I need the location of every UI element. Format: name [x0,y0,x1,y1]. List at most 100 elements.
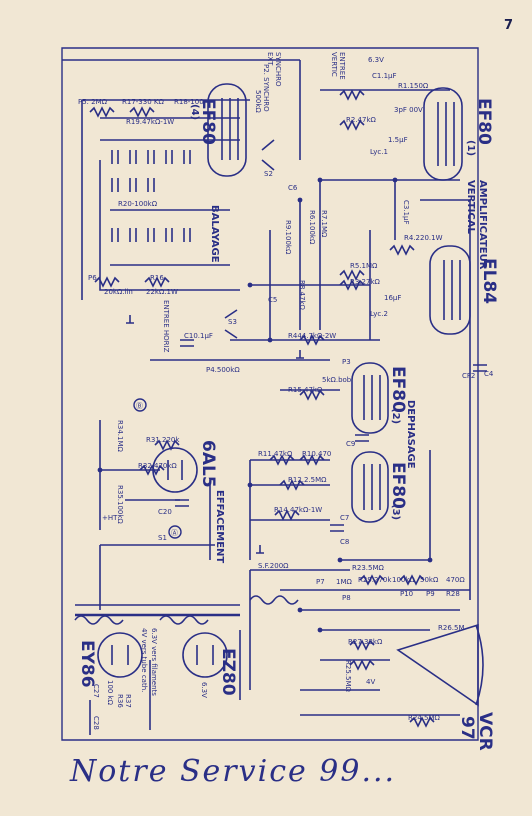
component-label: R23.5MΩ [352,564,384,572]
tube-number-ef80-1: (1) [465,140,476,156]
component-label: C20 [158,508,172,516]
component-label: C8 [340,538,349,546]
component-label: S2 [264,170,273,178]
component-label: 16µF [384,294,401,302]
component-label: R17-330 KΩ [122,98,164,106]
component-label: C27 [92,684,100,698]
tube-label-ey86: EY86 [77,640,97,688]
component-label: +HT [102,514,118,522]
footer-title: Notre Service 99... [70,754,397,789]
component-label: R9.100kΩ [284,220,292,255]
component-label: C5 [268,296,277,304]
component-label: EXT [266,52,274,66]
component-label: S.F.200Ω [258,562,289,570]
component-label: 6.3V [368,56,384,64]
tube-label-ef80-1: EF80 [474,98,494,145]
component-label: R3.27kΩ [350,278,381,286]
component-label: 6.3V vers filaments [150,628,158,696]
component-label: Lyc.1 [370,148,388,156]
tube-label-vcr-num: 97 [457,716,477,740]
section-amp-vertical-1: AMPLIFICATEUR [477,180,488,270]
page-number: 7 [504,18,514,33]
component-label: P6 [88,274,97,282]
component-label: 50kΩ [420,576,439,584]
component-label: R2.47kΩ [346,116,377,124]
component-label: R1.150Ω [398,82,429,90]
component-label: 4V [366,678,375,686]
component-label: C10.1µF [184,332,213,340]
component-label: CF2 [462,372,475,380]
component-label: R20-100kΩ [118,200,158,208]
component-label: R28 [446,590,460,598]
tube-label-el84: EL84 [479,258,499,304]
tube-label-vcr: VCR [475,712,495,751]
component-label: R8.47kΩ [298,280,306,311]
component-label: R5.1MΩ [350,262,378,270]
section-balayage: BALAYAGE [209,205,220,263]
component-label: R26.5M [438,624,465,632]
tube-number-ef80-2: (2) [390,408,401,424]
component-label: R14.47kΩ-1W [274,506,322,514]
section-dephasage: DEPHASAGE [405,400,416,469]
component-label: 100kΩ [392,576,415,584]
section-amp-vertical-2: VERTICAL [465,180,476,234]
component-label: S1 [158,534,167,542]
section-effacement: EFFACEMENT [214,490,225,563]
component-label: S3 [228,318,237,326]
component-label: R7.1MΩ [320,210,328,238]
component-label: 1.5µF [388,136,408,144]
component-label: R24.5MΩ [408,714,440,722]
component-label: R18-100 [174,98,204,106]
component-label: 20kΩ.lin [104,288,133,296]
component-label: R34.1MΩ [116,420,124,452]
tube-label-ez80: EZ80 [218,648,238,696]
component-label: 1MΩ [336,578,352,586]
component-label: P3 [342,358,351,366]
component-label: 3pF 00V [394,106,423,114]
component-label: P7 [316,578,325,586]
component-label: R29.270k [358,576,392,584]
component-label: 5kΩ.bob [322,376,352,384]
component-label: P2. SYNCHRO [262,64,270,112]
component-label: R31.220k [146,436,180,444]
component-label: 4V vers tube cath. [140,628,148,692]
tube-label-ef80-4: EF80 [198,98,218,145]
component-label: C1.1µF [372,72,397,80]
component-label: P5. 2MΩ [78,98,108,106]
component-label: SYNCHRO [274,52,282,87]
component-label: C7 [340,514,349,522]
tube-label-ef80-2: EF80 [388,366,408,413]
component-label: 500kΩ [254,90,262,113]
component-label: R27.33kΩ [348,638,383,646]
component-label: R35.100kΩ [116,485,124,524]
component-label: R12.2.5MΩ [288,476,327,484]
tube-label-ef80-3: EF80 [388,462,408,509]
component-label: R19.47kΩ-1W [126,118,174,126]
component-label: VERTIC [330,52,338,77]
component-label: 22kΩ.1W [146,288,178,296]
tube-number-ef80-4: (4) [189,104,200,120]
component-label: 100 kΩ [106,680,114,706]
component-label: ENTREE [338,52,346,80]
component-label: C4 [484,370,494,378]
component-label: 6.3V [200,682,208,698]
component-label: R6.100kΩ [308,210,316,245]
component-label: R10.470 [302,450,331,458]
component-label: C28 [92,716,100,730]
component-label: R37 [124,694,132,708]
component-label: 470Ω [446,576,465,584]
component-label: P4.500kΩ [206,366,240,374]
component-label: P10 [400,590,413,598]
component-label: C3.1µF [402,200,410,225]
component-label: R15.47kΩ [288,386,323,394]
component-label: Ⓑ [136,402,143,410]
component-label: P8 [342,594,351,602]
component-label: R444.7kΩ-2W [288,332,336,340]
component-label: Ⓐ [171,529,178,537]
component-label: R4.220.1W [404,234,443,242]
component-label: R11.47kΩ [258,450,293,458]
component-label: R32.470kΩ [138,462,177,470]
component-label: R16 [150,274,164,282]
